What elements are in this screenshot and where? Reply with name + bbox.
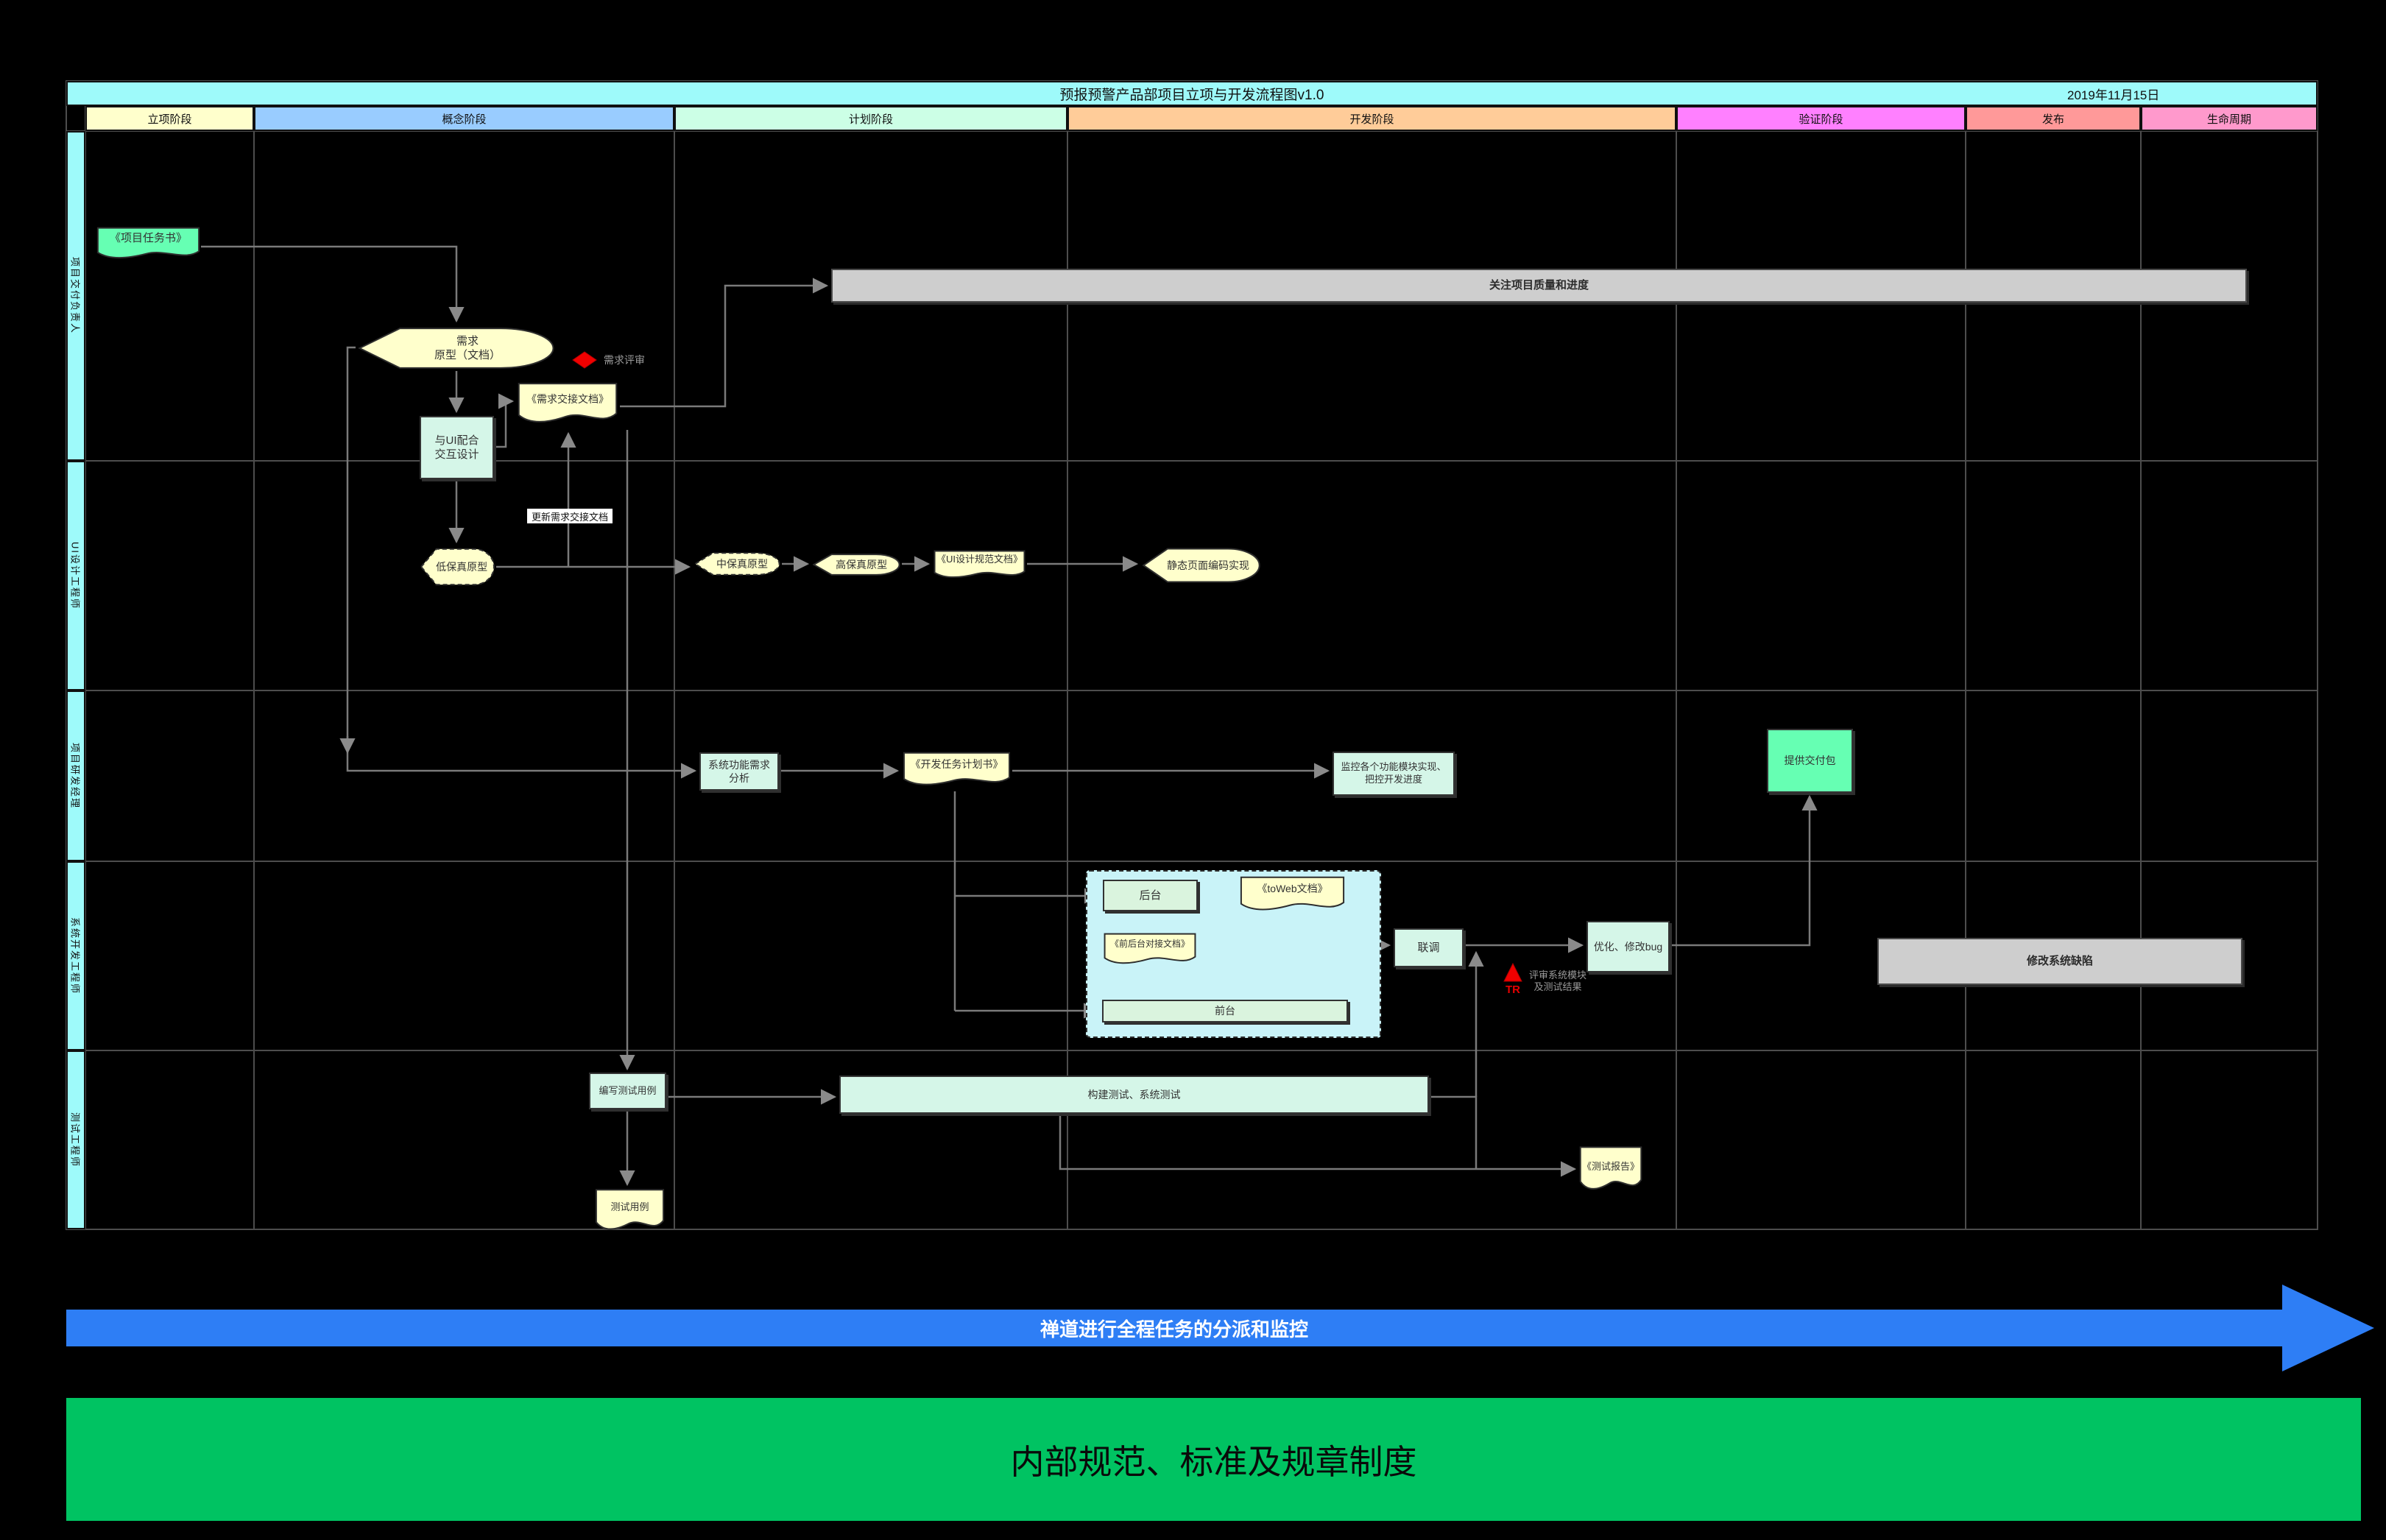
phase-header-concept: 概念阶段 (254, 106, 674, 131)
document-shape (1239, 876, 1346, 916)
internal-rules-banner: 内部规范、标准及规章制度 (66, 1398, 2361, 1521)
node-high-fidelity-prototype: 高保真原型 (812, 553, 901, 576)
tagged-shape (693, 551, 781, 576)
node-build-and-system-test: 构建测试、系统测试 (839, 1075, 1429, 1114)
tr-milestone-label: TR (1506, 983, 1520, 996)
document-shape (96, 227, 201, 264)
node-toweb-doc: 《toWeb文档》 (1239, 876, 1346, 916)
lane-project-delivery-owner: 项目交付负责人 (66, 131, 85, 461)
node-ui-cooperate-design: 与UI配合 交互设计 (420, 416, 494, 479)
phase-header-verification: 验证阶段 (1676, 106, 1966, 131)
node-system-requirement-analysis: 系统功能需求 分析 (699, 752, 779, 791)
lane-ui-designer: UI设计工程师 (66, 461, 85, 690)
tagged-shape (812, 553, 901, 576)
update-handover-doc-label: 更新需求交接文档 (527, 509, 613, 523)
node-low-fidelity-prototype: 低保真原型 (420, 546, 495, 587)
tagged-shape (356, 325, 557, 371)
node-dev-task-plan-doc: 《开发任务计划书》 (902, 752, 1012, 791)
red-triangle-icon (1503, 962, 1522, 982)
lane-test-engineer: 测试工程师 (66, 1050, 85, 1229)
phase-header-initiation: 立项阶段 (85, 106, 254, 131)
document-shape (517, 382, 618, 429)
tagged-shape (1141, 546, 1262, 584)
node-optimize-fix-bug: 优化、修改bug (1586, 921, 1670, 972)
phase-header-planning: 计划阶段 (674, 106, 1067, 131)
node-project-task-doc: 《项目任务书》 (96, 227, 201, 264)
lane-rd-manager: 项目研发经理 (66, 690, 85, 861)
node-ui-spec-doc: 《UI设计规范文档》 (933, 550, 1026, 582)
node-frontend: 前台 (1102, 1000, 1348, 1022)
diagram-title: 预报预警产品部项目立项与开发流程图v1.0 (1059, 87, 1324, 103)
node-write-test-cases: 编写测试用例 (589, 1073, 666, 1109)
node-front-back-interface-doc: 《前后台对接文档》 (1103, 933, 1197, 969)
lane-system-developer: 系统开发工程师 (66, 861, 85, 1050)
node-backend: 后台 (1103, 880, 1198, 911)
node-static-page-coding: 静态页面编码实现 (1141, 546, 1262, 584)
phase-header-lifecycle: 生命周期 (2141, 106, 2318, 131)
node-fix-system-defects: 修改系统缺陷 (1877, 938, 2242, 985)
red-diamond-icon (572, 351, 597, 369)
node-mid-fidelity-prototype: 中保真原型 (693, 551, 781, 576)
document-shape (1579, 1145, 1642, 1197)
diagram-title-bar: 预报预警产品部项目立项与开发流程图v1.0 2019年11月15日 (66, 81, 2318, 106)
phase-header-development: 开发阶段 (1067, 106, 1676, 131)
node-provide-delivery-package: 提供交付包 (1767, 729, 1853, 793)
node-req-handover-doc: 《需求交接文档》 (517, 382, 618, 429)
req-review-label: 需求评审 (604, 354, 645, 366)
diagram-date: 2019年11月15日 (2067, 88, 2160, 102)
node-test-cases-doc: 测试用例 (595, 1188, 665, 1237)
tagged-shape (420, 546, 495, 587)
node-test-report-doc: 《测试报告》 (1579, 1145, 1642, 1197)
document-shape (933, 550, 1026, 582)
flow-connectors (201, 245, 1818, 1187)
node-joint-debugging: 联调 (1394, 928, 1464, 967)
node-watch-quality-progress: 关注项目质量和进度 (831, 269, 2247, 303)
document-shape (595, 1188, 665, 1237)
document-shape (1103, 933, 1197, 969)
node-requirement-prototype: 需求 原型（文档） (356, 325, 557, 371)
arrow-head-icon (2282, 1285, 2374, 1371)
zentao-arrow-banner: 禅道进行全程任务的分派和监控 (66, 1310, 2282, 1346)
phase-header-release: 发布 (1966, 106, 2141, 131)
node-monitor-modules: 监控各个功能模块实现、 把控开发进度 (1333, 752, 1455, 796)
swimlane-grid (66, 80, 2318, 1230)
tr-note-label: 评审系统模块 及测试结果 (1528, 969, 1586, 992)
document-shape (902, 752, 1012, 791)
